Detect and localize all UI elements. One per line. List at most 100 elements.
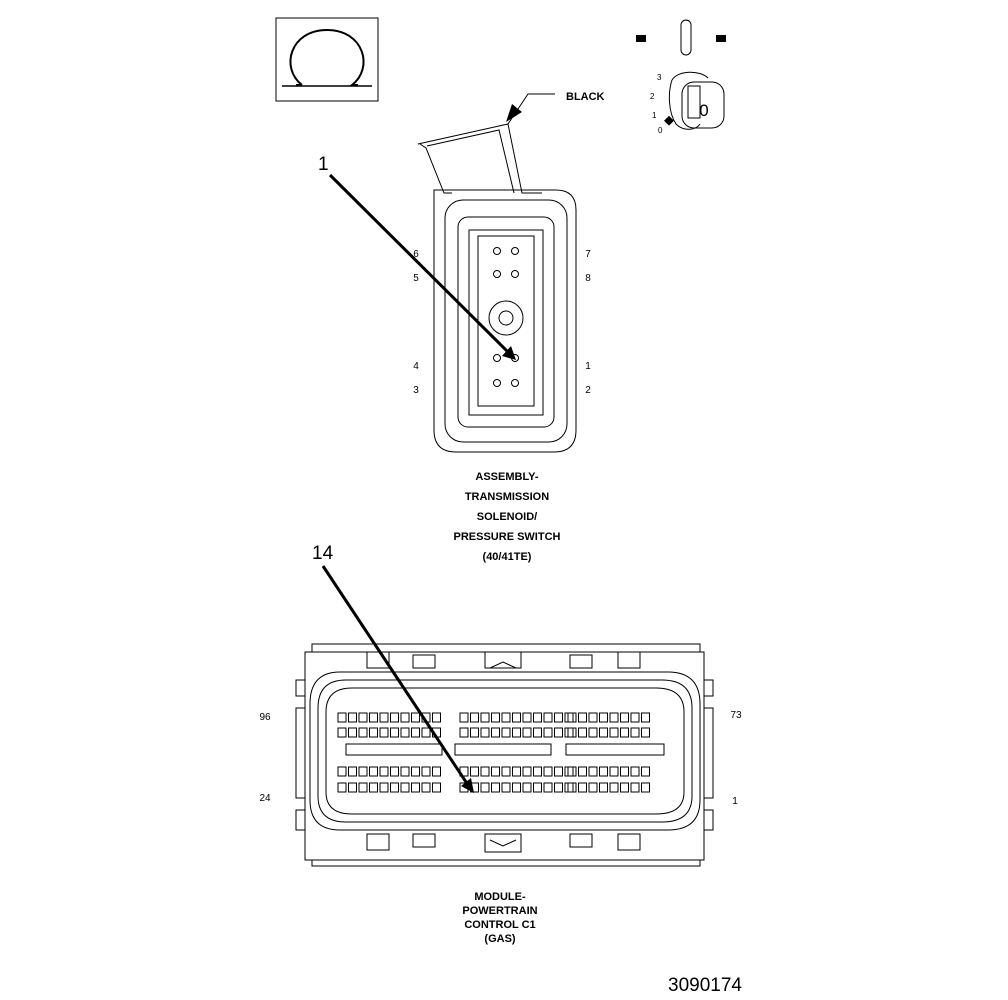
pcm-cavity bbox=[564, 782, 574, 793]
pcm-cavity bbox=[599, 727, 608, 738]
pcm-cavity bbox=[400, 712, 410, 723]
pcm-cavity bbox=[491, 782, 500, 793]
pcm-cavity bbox=[630, 766, 640, 777]
svg-text:·: · bbox=[686, 16, 689, 25]
pcm-cavity bbox=[567, 782, 577, 793]
ignition-key-icon: · 0 3 2 1 0 bbox=[636, 16, 726, 135]
pcm-cavity bbox=[400, 766, 410, 777]
pin-label-7: 7 bbox=[585, 249, 591, 260]
pcm-cavity bbox=[512, 782, 521, 793]
pcm-cavity bbox=[491, 766, 500, 777]
pcm-cavity bbox=[543, 782, 553, 793]
pcm-cavity bbox=[491, 712, 500, 723]
pcm-cavity bbox=[543, 712, 553, 723]
pin-label-3: 3 bbox=[413, 385, 419, 396]
pcm-cavity bbox=[599, 782, 608, 793]
caption-line: MODULE- bbox=[474, 891, 526, 903]
pcm-cavity bbox=[578, 727, 587, 738]
figure-number: 3090174 bbox=[668, 975, 742, 996]
pcm-cavity-grid bbox=[337, 712, 650, 793]
caption-line: TRANSMISSION bbox=[465, 491, 549, 503]
pcm-cavity bbox=[432, 766, 441, 777]
pcm-cavity bbox=[522, 766, 532, 777]
key-position-symbol: 0 bbox=[699, 101, 708, 120]
pcm-cavity bbox=[512, 712, 521, 723]
pcm-cavity bbox=[421, 766, 431, 777]
caption-line: SOLENOID/ bbox=[477, 511, 538, 523]
caption-line: PRESSURE SWITCH bbox=[454, 531, 561, 543]
pin-label-8: 8 bbox=[585, 273, 591, 284]
callout-14: 14 bbox=[312, 543, 334, 564]
pcm-cavity bbox=[609, 727, 619, 738]
pcm-cavity bbox=[533, 712, 542, 723]
pcm-cavity bbox=[578, 782, 587, 793]
pcm-cavity bbox=[480, 712, 490, 723]
pcm-cavity bbox=[501, 766, 511, 777]
pcm-cavity bbox=[501, 727, 511, 738]
pcm-cavity bbox=[588, 727, 598, 738]
pin-label-1: 1 bbox=[585, 361, 591, 372]
pcm-cavity bbox=[588, 712, 598, 723]
pcm-cavity bbox=[369, 712, 378, 723]
pcm-cavity bbox=[554, 782, 563, 793]
pcm-cavity bbox=[491, 727, 500, 738]
pcm-cavity bbox=[421, 727, 431, 738]
pin-label-6: 6 bbox=[413, 249, 419, 260]
pcm-cavity bbox=[512, 766, 521, 777]
callout-1: 1 bbox=[318, 154, 329, 175]
caption-line: ASSEMBLY- bbox=[475, 471, 539, 483]
pcm-cavity bbox=[567, 712, 577, 723]
pcm-cavity bbox=[470, 712, 479, 723]
pcm-cavity bbox=[459, 712, 469, 723]
pcm-cavity bbox=[459, 727, 469, 738]
pcm-cavity bbox=[554, 712, 563, 723]
pcm-cavity bbox=[411, 782, 420, 793]
bottom-connector-caption: MODULE- POWERTRAIN CONTROL C1 (GAS) bbox=[462, 891, 537, 945]
pin-label-5: 5 bbox=[413, 273, 419, 284]
pcm-cavity bbox=[390, 766, 399, 777]
pcm-cavity bbox=[641, 712, 650, 723]
pcm-cavity bbox=[564, 766, 574, 777]
pcm-cavity bbox=[564, 727, 574, 738]
pcm-cavity bbox=[379, 712, 389, 723]
pcm-cavity bbox=[400, 727, 410, 738]
pcm-cavity bbox=[588, 782, 598, 793]
pcm-cavity bbox=[630, 727, 640, 738]
pcm-cavity bbox=[337, 766, 347, 777]
wire-color-label: BLACK bbox=[566, 91, 605, 103]
pcm-cavity bbox=[554, 727, 563, 738]
pcm-cavity bbox=[609, 766, 619, 777]
pcm-cavity bbox=[533, 766, 542, 777]
pcm-cavity bbox=[432, 712, 441, 723]
pcm-cavity bbox=[501, 782, 511, 793]
caption-line: (GAS) bbox=[484, 933, 516, 945]
key-position-2: 2 bbox=[650, 92, 655, 101]
caption-line: (40/41TE) bbox=[483, 551, 532, 563]
pcm-cavity bbox=[348, 712, 357, 723]
pcm-cavity bbox=[533, 727, 542, 738]
pcm-cavity bbox=[522, 727, 532, 738]
pcm-cavity bbox=[348, 782, 357, 793]
pcm-cavity bbox=[641, 782, 650, 793]
pcm-cavity bbox=[390, 782, 399, 793]
pcm-cavity bbox=[348, 727, 357, 738]
pcm-cavity bbox=[599, 712, 608, 723]
key-position-0: 0 bbox=[658, 126, 663, 135]
pin-label-73: 73 bbox=[730, 710, 742, 721]
pcm-cavity bbox=[543, 766, 553, 777]
top-connector-caption: ASSEMBLY- TRANSMISSION SOLENOID/ PRESSUR… bbox=[454, 471, 561, 563]
pcm-cavity bbox=[567, 727, 577, 738]
pcm-cavity bbox=[358, 766, 368, 777]
pcm-cavity bbox=[641, 727, 650, 738]
caption-line: POWERTRAIN bbox=[462, 905, 537, 917]
pcm-cavity bbox=[512, 727, 521, 738]
pcm-cavity bbox=[620, 766, 629, 777]
key-position-3: 3 bbox=[657, 73, 662, 82]
pcm-cavity bbox=[480, 782, 490, 793]
pcm-cavity bbox=[411, 712, 420, 723]
pcm-cavity bbox=[620, 727, 629, 738]
pcm-cavity bbox=[421, 782, 431, 793]
pin-label-4: 4 bbox=[413, 361, 419, 372]
pcm-cavity bbox=[620, 712, 629, 723]
